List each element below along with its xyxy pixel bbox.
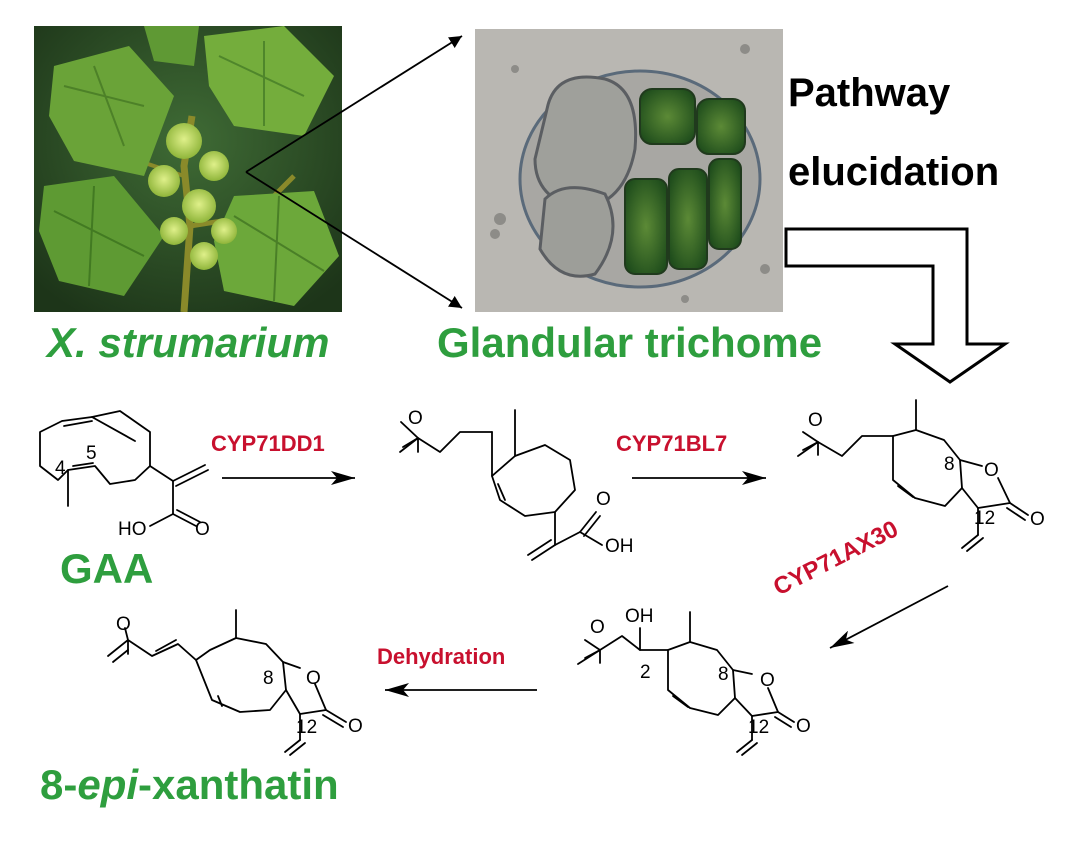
int3-locant-12: 12 [748,717,769,738]
enzyme-step-4: Dehydration [377,644,506,669]
trichome-micrograph [475,29,783,312]
reaction-scheme: 4 5 HO O O O OH [39,399,1045,756]
pathway-label-line2: elucidation [788,150,1000,194]
xan-carbonyl-o: O [348,716,363,737]
arrow-step-3 [829,585,949,649]
trichome-label: Glandular trichome [437,319,823,366]
xan-locant-8: 8 [263,668,274,689]
start-compound-label: GAA [60,545,154,592]
product-label-prefix: 8- [40,761,78,808]
pathway-block-arrow [784,227,1010,384]
pathway-label-line1: Pathway [788,71,951,115]
int1-ketone-o: O [408,408,423,429]
int1-carbonyl-o: O [596,489,611,510]
int3-ring-o: O [760,670,775,691]
species-label: X. strumarium [47,319,330,366]
enzyme-step-1: CYP71DD1 [211,431,325,456]
structure-intermediate-2: O 8 O 12 O [797,399,1045,552]
int2-locant-8: 8 [944,454,955,475]
gaa-locant-4: 4 [55,458,66,479]
gaa-hydroxyl: HO [118,519,147,540]
int1-hydroxyl: OH [605,536,634,557]
int2-ring-o: O [984,460,999,481]
product-label-suffix: -xanthatin [138,761,339,808]
int3-hydroxyl: OH [625,606,654,627]
int2-locant-12: 12 [974,508,995,529]
arrow-to-trichome-lower [245,171,463,309]
int3-locant-2: 2 [640,662,651,683]
product-label-italic: epi [77,761,139,808]
arrow-to-trichome-upper [245,35,463,173]
structure-gaa: 4 5 HO O [39,410,210,540]
int2-carbonyl-o: O [1030,509,1045,530]
structure-8-epi-xanthatin: O 8 O 12 O [107,609,363,756]
gaa-carbonyl-o: O [195,519,210,540]
product-label: 8-epi-xanthatin [40,764,339,806]
structure-intermediate-1: O O OH [399,408,634,561]
plant-photo [34,26,342,312]
top-graphics [245,35,1010,384]
xan-ketone-o: O [116,614,131,635]
int3-locant-8: 8 [718,664,729,685]
gaa-locant-5: 5 [86,443,97,464]
structure-intermediate-3: O OH 2 8 O 12 O [577,606,811,756]
xan-locant-12: 12 [296,717,317,738]
int3-carbonyl-o: O [796,716,811,737]
int2-ketone-o: O [808,410,823,431]
xan-ring-o: O [306,668,321,689]
enzyme-step-2: CYP71BL7 [616,431,728,456]
int3-ketone-o: O [590,617,605,638]
